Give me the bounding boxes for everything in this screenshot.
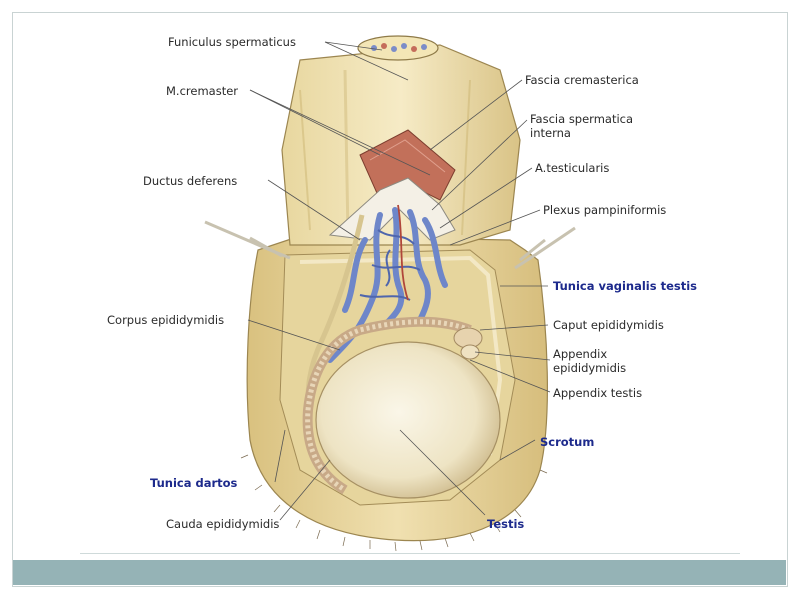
testis-shape xyxy=(315,341,501,499)
label-ductus-deferens: Ductus deferens xyxy=(143,174,237,188)
scrotal-hair xyxy=(240,454,548,552)
label-m-cremaster: M.cremaster xyxy=(166,84,238,98)
label-scrotum: Scrotum xyxy=(540,435,594,449)
retractor-left-2 xyxy=(249,236,283,258)
label-corpus-epididymidis: Corpus epididymidis xyxy=(107,313,224,327)
label-appendix-epididymidis-2: epididymidis xyxy=(553,361,626,375)
label-fascia-cremasterica: Fascia cremasterica xyxy=(525,73,639,87)
retractor-right xyxy=(514,226,576,270)
label-cauda-epididymidis: Cauda epididymidis xyxy=(166,517,279,531)
label-fascia-spermatica-interna-1: Fascia spermatica xyxy=(530,112,633,126)
testicular-artery xyxy=(397,204,409,301)
label-plexus-pampiniformis: Plexus pampiniformis xyxy=(543,203,666,217)
label-funiculus-spermaticus: Funiculus spermaticus xyxy=(168,35,296,49)
label-a-testicularis: A.testicularis xyxy=(535,161,609,175)
label-fascia-spermatica-interna-2: interna xyxy=(530,126,571,140)
plexus-pampiniformis xyxy=(327,207,448,363)
label-tunica-dartos: Tunica dartos xyxy=(150,476,238,490)
label-caput-epididymidis: Caput epididymidis xyxy=(553,318,664,332)
retractor-right-2 xyxy=(519,238,546,262)
footer-divider xyxy=(80,553,740,554)
cord-cross-section xyxy=(357,35,439,61)
footer-band xyxy=(13,560,786,585)
label-tunica-vaginalis-testis: Tunica vaginalis testis xyxy=(553,279,697,293)
label-testis: Testis xyxy=(487,517,524,531)
leader-lines xyxy=(247,41,551,521)
appendix-epididymidis-shape xyxy=(460,344,480,360)
label-appendix-testis: Appendix testis xyxy=(553,386,642,400)
cord-vessels-cross-section xyxy=(371,43,427,52)
label-appendix-epididymidis-1: Appendix xyxy=(553,347,607,361)
